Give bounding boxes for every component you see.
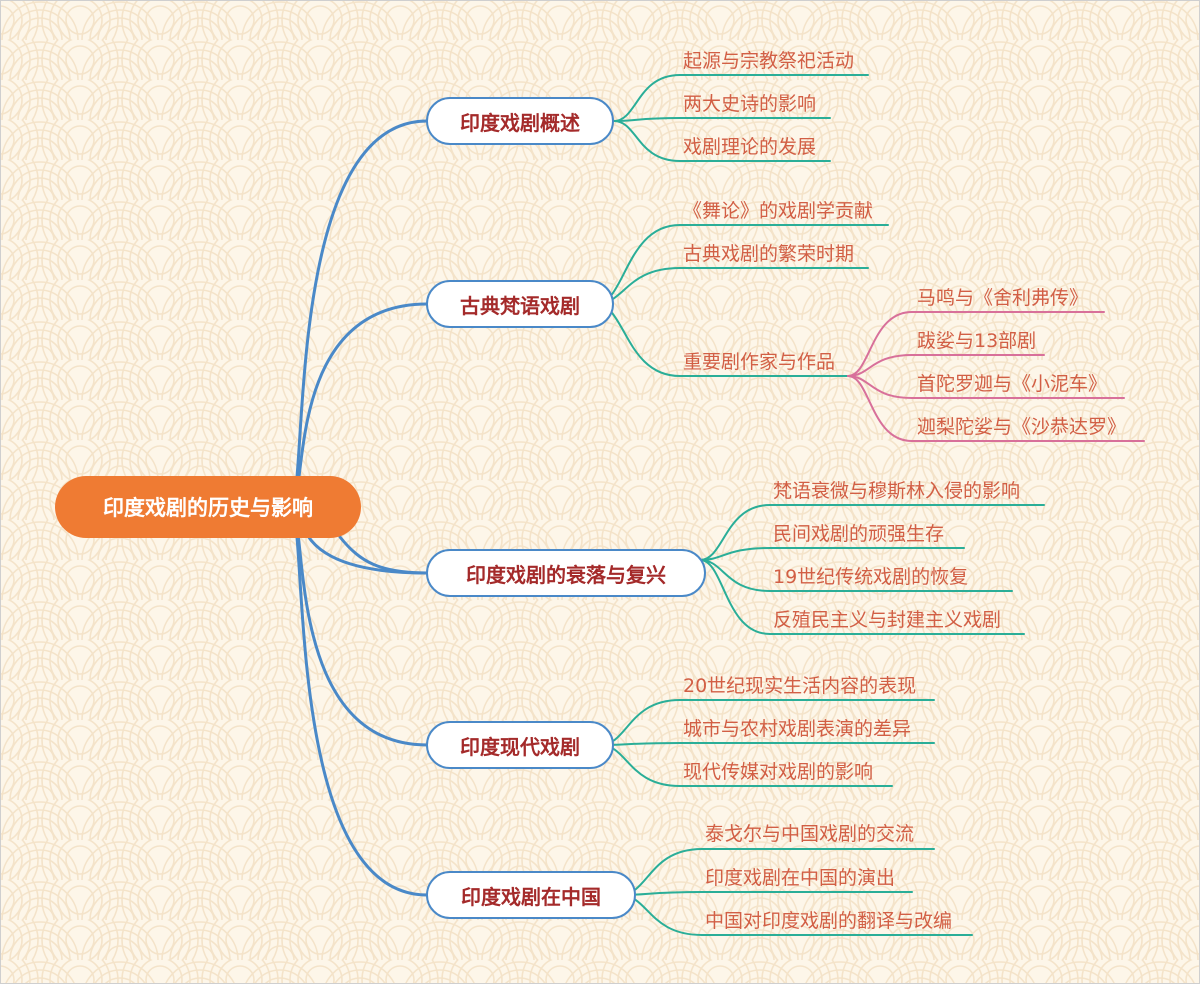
leaf-playwrights[interactable]: 重要剧作家与作品 <box>683 351 836 373</box>
b2-curve-1 <box>699 547 771 561</box>
b2-curve-2 <box>699 559 771 592</box>
leaf-natyashastra[interactable]: 《舞论》的戏剧学贡献 <box>683 200 874 222</box>
b2-curve-0 <box>699 504 771 561</box>
subleaf-shudraka[interactable]: 首陀罗迦与《小泥车》 <box>917 373 1108 395</box>
leaf-folk-drama[interactable]: 民间戏剧的顽强生存 <box>773 523 945 545</box>
leaf-sanskrit-decline[interactable]: 梵语衰微与穆斯林入侵的影响 <box>773 480 1021 502</box>
subleaf-kalidasa[interactable]: 迦梨陀娑与《沙恭达罗》 <box>917 416 1127 438</box>
branch-modern-drama[interactable]: 印度现代戏剧 <box>426 721 614 769</box>
root-link-0 <box>288 119 429 509</box>
leaf-origin-rituals[interactable]: 起源与宗教祭祀活动 <box>683 50 855 72</box>
b2-curve-3 <box>699 559 771 635</box>
branch-classical-sanskrit[interactable]: 古典梵语戏剧 <box>426 280 614 328</box>
root-link-3 <box>288 505 429 747</box>
leaf-urban-rural[interactable]: 城市与农村戏剧表演的差异 <box>683 718 912 740</box>
root-node[interactable]: 印度戏剧的历史与影响 <box>55 476 361 538</box>
leaf-anti-colonial[interactable]: 反殖民主义与封建主义戏剧 <box>773 609 1002 631</box>
leaf-modern-media[interactable]: 现代传媒对戏剧的影响 <box>683 761 874 783</box>
b1-sub-curve-3 <box>847 375 913 442</box>
leaf-translation-adaptation[interactable]: 中国对印度戏剧的翻译与改编 <box>705 910 953 932</box>
b1-sub-curve-0 <box>847 311 913 377</box>
subleaf-ashvaghosha[interactable]: 马鸣与《舍利弗传》 <box>917 287 1089 309</box>
leaf-two-epics[interactable]: 两大史诗的影响 <box>683 93 817 115</box>
branch-decline-revival[interactable]: 印度戏剧的衰落与复兴 <box>426 549 706 597</box>
leaf-20th-century-realism[interactable]: 20世纪现实生活内容的表现 <box>683 675 917 697</box>
b0-curve-0 <box>613 74 681 122</box>
leaf-golden-age[interactable]: 古典戏剧的繁荣时期 <box>683 243 855 265</box>
leaf-performance-in-china[interactable]: 印度戏剧在中国的演出 <box>705 867 896 889</box>
root-link-extra <box>338 535 429 575</box>
branch-overview[interactable]: 印度戏剧概述 <box>426 97 614 145</box>
b1-sub-curve-2 <box>847 375 913 399</box>
leaf-theory-development[interactable]: 戏剧理论的发展 <box>683 136 817 158</box>
branch-in-china[interactable]: 印度戏剧在中国 <box>426 871 636 919</box>
leaf-19th-century[interactable]: 19世纪传统戏剧的恢复 <box>773 566 969 588</box>
b1-sub-curve-1 <box>847 354 913 377</box>
leaf-tagore-exchange[interactable]: 泰戈尔与中国戏剧的交流 <box>705 823 915 845</box>
subleaf-bhasa[interactable]: 跋娑与13部剧 <box>917 330 1037 352</box>
b0-curve-2 <box>613 120 681 162</box>
